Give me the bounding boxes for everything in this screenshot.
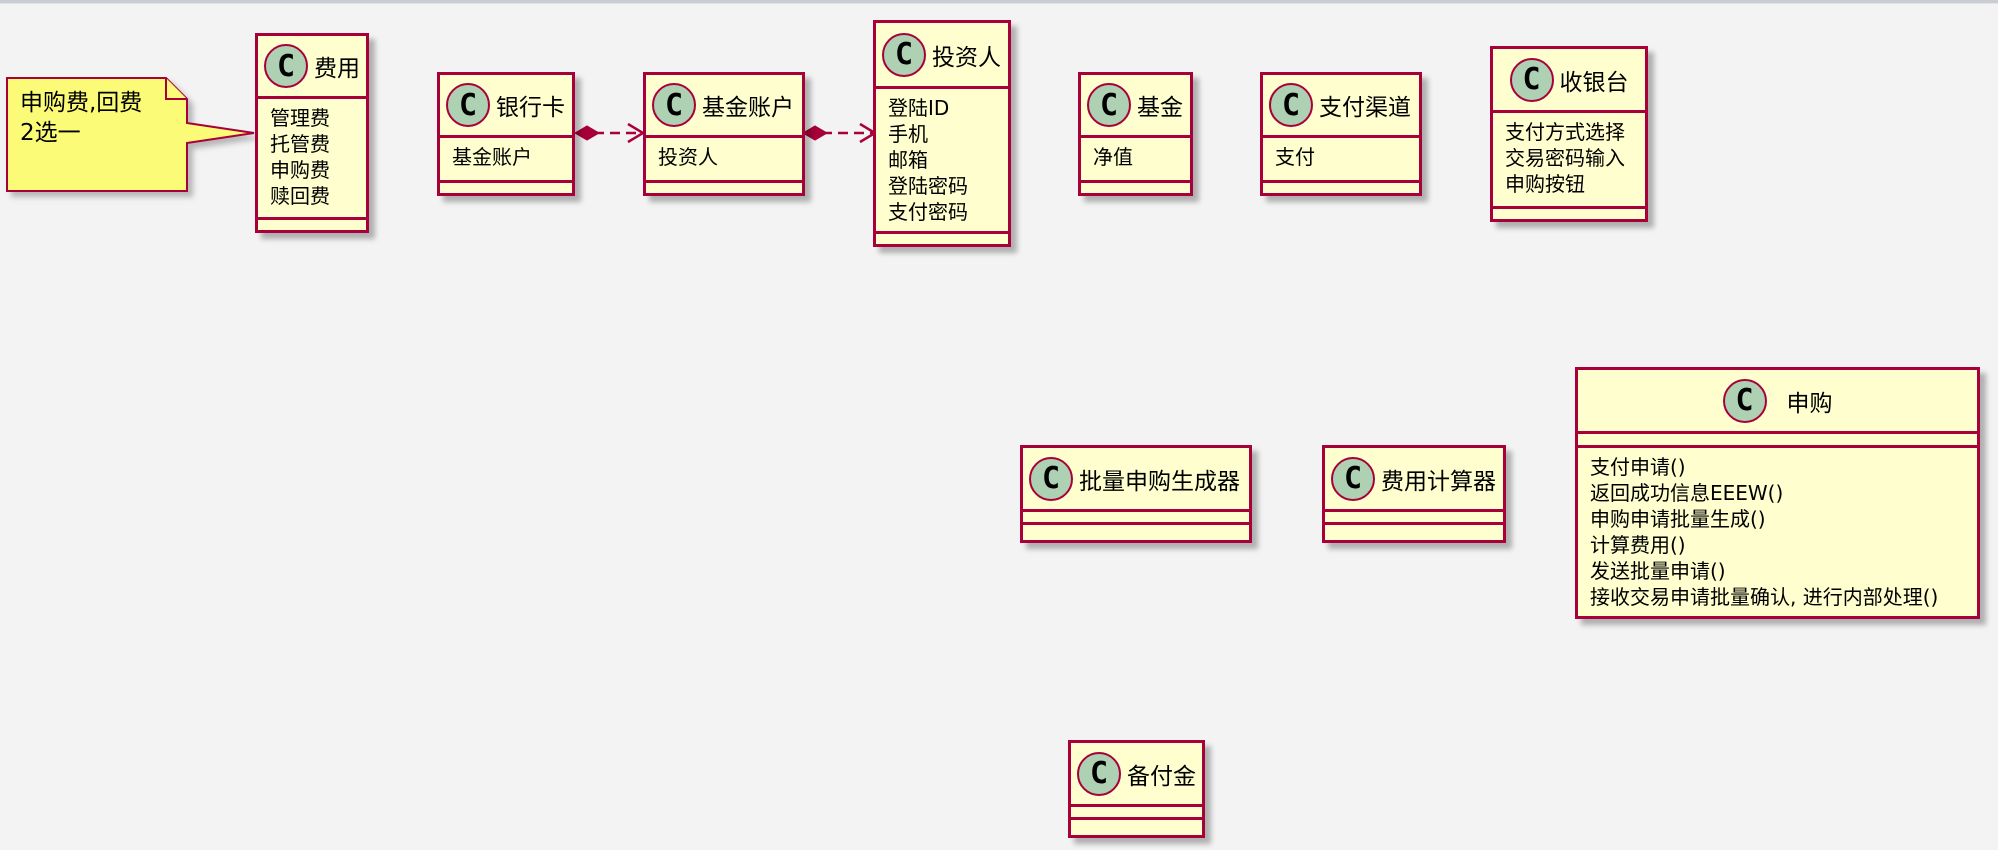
class-methods [876,234,1008,246]
class-header: C 费用计算器 [1325,448,1503,512]
class-name: 申购 [1786,390,1833,417]
class-attributes: 净值 [1081,138,1190,183]
class-header: C 收银台 [1493,49,1645,113]
class-name: 基金账户 [702,95,794,121]
class-c-icon: C [1269,83,1313,127]
class-methods [258,220,366,232]
class-name: 基金 [1137,95,1183,121]
class-name: 支付渠道 [1319,95,1411,121]
attribute: 基金账户 [452,145,532,169]
class-c-icon: C [1029,456,1073,501]
class-attributes: 登陆ID 手机 邮箱 登陆密码 支付密码 [876,89,1008,234]
attribute: 交易密码输入 [1505,146,1625,170]
note-text: 申购费,回费 2选一 [20,88,142,148]
class-attributes [1023,512,1249,525]
class-reserve[interactable]: C 备付金 [1068,740,1205,838]
class-investor[interactable]: C 投资人 登陆ID 手机 邮箱 登陆密码 支付密码 [873,20,1011,247]
attribute: 申购费 [270,158,330,182]
note-line: 2选一 [20,120,81,146]
class-attributes [1325,512,1503,525]
class-c-icon: C [882,32,926,77]
class-payment-channel[interactable]: C 支付渠道 支付 [1260,72,1422,196]
class-bank-card[interactable]: C 银行卡 基金账户 [437,72,575,196]
attribute: 登陆ID [888,96,950,120]
method: 发送批量申请() [1590,559,1726,583]
attribute: 投资人 [658,145,718,169]
class-fee[interactable]: C 费用 管理费 托管费 申购费 赎回费 [255,33,369,233]
class-methods [1263,183,1419,195]
class-c-icon: C [1087,83,1131,127]
class-attributes: 支付方式选择 交易密码输入 申购按钮 [1493,113,1645,209]
class-methods [1081,183,1190,195]
class-batch-generator[interactable]: C 批量申购生成器 [1020,445,1252,543]
class-name: 批量申购生成器 [1079,468,1240,495]
class-header: C 费用 [258,36,366,99]
class-c-icon: C [652,83,696,127]
class-attributes [1071,807,1202,820]
class-methods: 支付申请() 返回成功信息EEEW() 申购申请批量生成() 计算费用() 发送… [1578,448,1977,616]
attribute: 赎回费 [270,184,330,208]
class-c-icon: C [1077,751,1121,796]
method: 返回成功信息EEEW() [1590,481,1784,505]
class-header: C 支付渠道 [1263,75,1419,138]
class-methods [1325,525,1503,537]
note-line: 申购费,回费 [20,90,143,116]
attribute: 净值 [1093,145,1133,169]
class-header: C 银行卡 [440,75,572,138]
class-c-icon: C [446,83,490,127]
class-fund[interactable]: C 基金 净值 [1078,72,1193,196]
class-header: C 批量申购生成器 [1023,448,1249,512]
class-name: 收银台 [1559,69,1629,96]
note-shape [6,77,255,192]
window-top-border [0,0,1998,4]
class-attributes: 基金账户 [440,138,572,183]
class-attributes: 投资人 [646,138,802,183]
class-header: C 基金账户 [646,75,802,138]
class-name: 投资人 [932,44,1001,71]
class-attributes: 管理费 托管费 申购费 赎回费 [258,99,366,220]
attribute: 支付方式选择 [1505,120,1625,144]
class-c-icon: C [1509,57,1554,102]
method: 支付申请() [1590,455,1686,479]
class-c-icon: C [1722,378,1767,423]
class-name: 备付金 [1127,763,1196,790]
class-fee-calculator[interactable]: C 费用计算器 [1322,445,1506,543]
method: 申购申请批量生成() [1590,507,1766,531]
attribute: 支付 [1275,145,1315,169]
attribute: 申购按钮 [1505,172,1585,196]
class-c-icon: C [264,44,308,88]
class-cashier[interactable]: C 收银台 支付方式选择 交易密码输入 申购按钮 [1490,46,1648,222]
class-header: C 基金 [1081,75,1190,138]
attribute: 登陆密码 [888,174,968,198]
attribute: 手机 [888,122,928,146]
class-attributes [1578,434,1977,448]
attribute: 邮箱 [888,148,928,172]
attribute: 托管费 [270,132,330,156]
relation-fund-account-investor [802,122,878,144]
class-methods [1493,209,1645,221]
class-methods [646,183,802,195]
class-c-icon: C [1331,456,1375,501]
class-header: C 备付金 [1071,743,1202,807]
class-name: 费用计算器 [1381,468,1496,495]
class-subscription[interactable]: C 申购 支付申请() 返回成功信息EEEW() 申购申请批量生成() 计算费用… [1575,367,1980,619]
class-header: C 投资人 [876,23,1008,89]
relation-bank-card-fund-account [574,122,646,144]
class-header: C 申购 [1578,370,1977,434]
method: 计算费用() [1590,533,1686,557]
class-name: 银行卡 [496,95,565,121]
class-name: 费用 [314,56,360,82]
class-methods [440,183,572,195]
class-attributes: 支付 [1263,138,1419,183]
class-methods [1071,820,1202,832]
class-fund-account[interactable]: C 基金账户 投资人 [643,72,805,196]
attribute: 支付密码 [888,200,968,224]
attribute: 管理费 [270,106,330,130]
class-methods [1023,525,1249,537]
method: 接收交易申请批量确认, 进行内部处理() [1590,585,1939,609]
